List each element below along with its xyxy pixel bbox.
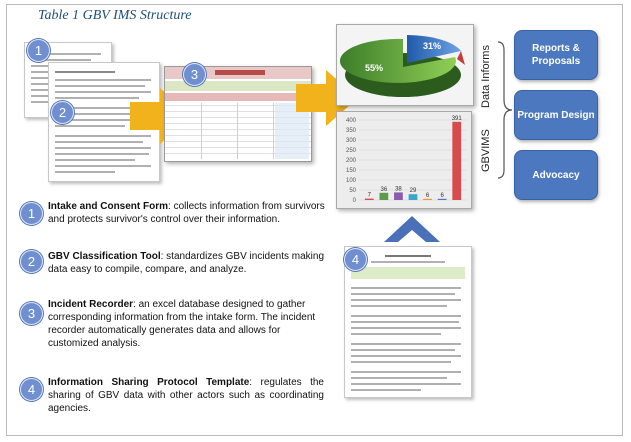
step-4-badge: 4 bbox=[344, 248, 367, 271]
step-3-title: Incident Recorder bbox=[48, 299, 134, 310]
y-tick-label: 250 bbox=[346, 148, 357, 154]
bar bbox=[408, 194, 418, 200]
step-1-badge: 1 bbox=[20, 202, 43, 225]
bar bbox=[364, 198, 374, 200]
step-3-badge: 3 bbox=[183, 63, 206, 86]
step-3-badge: 3 bbox=[20, 302, 43, 325]
bar bbox=[437, 198, 447, 200]
y-tick-label: 300 bbox=[346, 138, 357, 144]
y-tick-label: 50 bbox=[349, 188, 356, 194]
protocol-template-image bbox=[344, 246, 472, 398]
step-2-title: GBV Classification Tool bbox=[48, 251, 161, 262]
data-informs-label: Data Informs bbox=[480, 45, 492, 108]
bar-chart: 400 350 300 250 200 150 100 50 0 7 36 38 29 6 6 391 bbox=[346, 116, 467, 204]
bar-value-label: 7 bbox=[368, 193, 372, 199]
step-2-badge: 2 bbox=[20, 250, 43, 273]
bar-value-label: 391 bbox=[452, 116, 463, 122]
advocacy-box: Advocacy bbox=[514, 150, 598, 200]
pie-label-green: 55% bbox=[365, 63, 383, 73]
step-2-badge: 2 bbox=[51, 101, 74, 124]
step-1-text: : collects information from survivors an… bbox=[48, 201, 325, 225]
step-4-text: : regulates the sharing of GBV data with… bbox=[48, 377, 324, 414]
bar-value-label: 29 bbox=[410, 188, 417, 194]
bar bbox=[452, 121, 462, 200]
y-tick-label: 350 bbox=[346, 128, 357, 134]
gbvims-label: GBVIMS bbox=[480, 129, 492, 172]
y-tick-label: 150 bbox=[346, 168, 357, 174]
y-tick-label: 0 bbox=[353, 198, 357, 204]
figure-frame bbox=[6, 4, 623, 436]
step-4-badge: 4 bbox=[20, 378, 43, 401]
step-3-description: Incident Recorder: an excel database des… bbox=[48, 298, 330, 350]
brace-icon bbox=[497, 41, 513, 179]
right-arrow-icon bbox=[296, 70, 358, 126]
incident-recorder-image bbox=[164, 66, 312, 162]
step-1-title: Intake and Consent Form bbox=[48, 201, 169, 212]
bar bbox=[379, 192, 389, 200]
step-2-text: : standardizes GBV incidents making data… bbox=[48, 251, 325, 275]
bar-value-label: 36 bbox=[381, 187, 388, 193]
step-1-description: Intake and Consent Form: collects inform… bbox=[48, 200, 330, 226]
step-1-badge: 1 bbox=[27, 39, 50, 62]
y-tick-label: 100 bbox=[346, 178, 357, 184]
pie-label-blue: 31% bbox=[423, 41, 441, 51]
pie-chart: 55% 31% bbox=[339, 35, 465, 97]
step-3-text: : an excel database designed to gather c… bbox=[48, 299, 316, 349]
up-arrow-icon bbox=[384, 216, 440, 242]
step-4-description: Information Sharing Protocol Template: r… bbox=[48, 376, 324, 415]
reports-proposals-box: Reports & Proposals bbox=[514, 30, 598, 80]
step-4-title: Information Sharing Protocol Template bbox=[48, 377, 250, 388]
right-arrow-icon bbox=[130, 88, 192, 144]
bar-chart-image: 400 350 300 250 200 150 100 50 0 7 36 38 29 6 6 391 bbox=[336, 111, 472, 209]
bar-value-label: 6 bbox=[426, 193, 430, 199]
figure-caption: Table 1 GBV IMS Structure bbox=[38, 8, 192, 23]
program-design-box: Program Design bbox=[514, 90, 598, 140]
bar-value-label: 38 bbox=[395, 186, 402, 192]
bar-value-label: 6 bbox=[440, 193, 444, 199]
y-tick-label: 200 bbox=[346, 158, 357, 164]
bar bbox=[423, 198, 432, 200]
pie-chart-image: 55% 31% bbox=[336, 24, 474, 106]
y-tick-label: 400 bbox=[346, 118, 357, 124]
step-2-description: GBV Classification Tool: standardizes GB… bbox=[48, 250, 330, 276]
bar bbox=[394, 192, 403, 200]
